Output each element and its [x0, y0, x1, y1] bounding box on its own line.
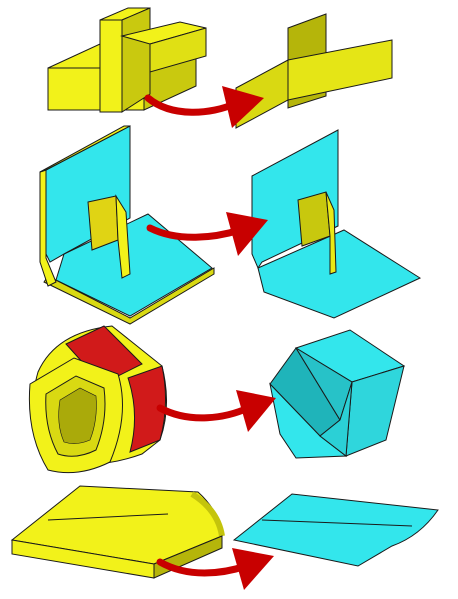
- row-2-solid-angle-bracket: [39, 125, 215, 325]
- t-web-face: [99, 19, 123, 113]
- row-3-arrow-head: [236, 390, 276, 432]
- bracket-wall-top-edge: [39, 125, 131, 173]
- row-1-midsurface-t-section: [235, 13, 393, 129]
- mid-tube-bottom: [269, 382, 348, 459]
- row-2-arrow-head: [226, 212, 268, 256]
- bracket-gusset-edge: [115, 194, 131, 279]
- plate-crease: [47, 513, 169, 521]
- mid-bracket-gusset: [297, 191, 331, 247]
- row-1-solid-t-section: [47, 7, 207, 113]
- row-1-arrow: [144, 94, 238, 116]
- row-2-midsurface-angle-bracket: [251, 129, 422, 319]
- bracket-gusset: [87, 195, 119, 251]
- mid-plate-surface: [232, 493, 439, 567]
- mid-plate-crease: [261, 519, 413, 527]
- row-4-arrow-head: [232, 548, 274, 590]
- t-flange-face: [149, 27, 207, 73]
- tube-band-2: [127, 365, 167, 453]
- mid-tube-front: [319, 381, 353, 457]
- plate-bend: [190, 491, 225, 537]
- tube-inner-shade: [58, 387, 97, 444]
- row-3-solid-hollow-tube: [28, 325, 168, 474]
- row-4-solid-curved-plate: [10, 485, 225, 579]
- row-3-midsurface-tube: [269, 329, 406, 459]
- row-1-arrow-head: [222, 86, 264, 128]
- mid-bracket-gusset-edge: [325, 191, 337, 275]
- row-3-arrow: [156, 404, 252, 422]
- row-4-midsurface-plate: [232, 493, 439, 567]
